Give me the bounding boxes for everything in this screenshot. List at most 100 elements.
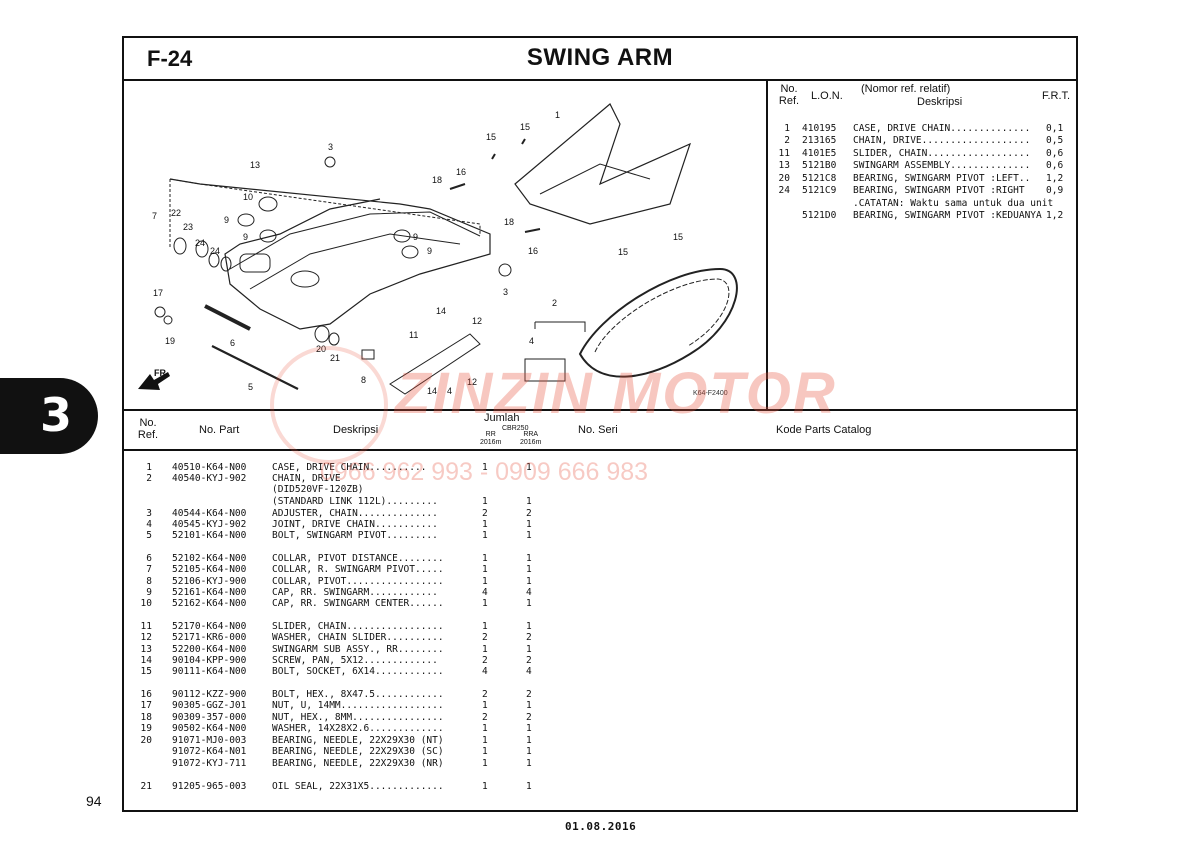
parts-header-no-seri: No. Seri bbox=[578, 424, 618, 436]
part-desc-cell: BOLT, HEX., 8X47.5............ bbox=[272, 689, 444, 700]
part-ref-cell: 14 bbox=[140, 655, 152, 666]
callout-24: 24 bbox=[210, 246, 220, 256]
part-ref-cell: 4 bbox=[146, 519, 152, 530]
callout-16: 16 bbox=[528, 246, 538, 256]
part-desc-cell: WASHER, CHAIN SLIDER.......... bbox=[272, 632, 444, 643]
lon-desc-cell: BEARING, SWINGARM PIVOT :RIGHT bbox=[853, 185, 1025, 196]
part-desc-cell: SLIDER, CHAIN................. bbox=[272, 621, 444, 632]
part-ref-cell: 17 bbox=[140, 700, 152, 711]
part-desc-cell: BEARING, NEEDLE, 22X29X30 (SC) bbox=[272, 746, 444, 757]
part-number-cell: 90305-GGZ-J01 bbox=[172, 700, 247, 711]
part-number-cell: 52106-KYJ-900 bbox=[172, 576, 247, 587]
part-ref-cell: 18 bbox=[140, 712, 152, 723]
parts-header-kode: Kode Parts Catalog bbox=[776, 424, 872, 436]
part-number-cell: 52162-K64-N00 bbox=[172, 598, 247, 609]
part-ref-cell: 1 bbox=[146, 462, 152, 473]
part-number-cell: 90111-K64-N00 bbox=[172, 666, 247, 677]
lon-frt-cell: 0,6 bbox=[1046, 148, 1064, 159]
callout-8: 8 bbox=[361, 375, 366, 385]
part-number-cell: 52101-K64-N00 bbox=[172, 530, 247, 541]
part-number-cell: 52102-K64-N00 bbox=[172, 553, 247, 564]
part-qty-rr-cell: 1 bbox=[482, 519, 488, 530]
part-desc-cell: CAP, RR. SWINGARM CENTER...... bbox=[272, 598, 444, 609]
parts-header-rra: RRA 2016m bbox=[520, 431, 542, 446]
part-qty-rra-cell: 1 bbox=[526, 746, 532, 757]
callout-14: 14 bbox=[427, 386, 437, 396]
lon-desc-cell: BEARING, SWINGARM PIVOT :KEDUANYA bbox=[853, 210, 1042, 221]
part-ref-cell: 15 bbox=[140, 666, 152, 677]
part-desc-cell: NUT, U, 14MM.................. bbox=[272, 700, 444, 711]
lon-frt-cell: 0,6 bbox=[1046, 160, 1064, 171]
lon-ref-cell: 13 bbox=[778, 160, 790, 171]
part-qty-rr-cell: 1 bbox=[482, 746, 488, 757]
part-qty-rra-cell: 1 bbox=[526, 462, 532, 473]
part-number-cell: 40545-KYJ-902 bbox=[172, 519, 247, 530]
callout-10: 10 bbox=[243, 192, 253, 202]
part-ref-cell: 12 bbox=[140, 632, 152, 643]
part-ref-cell: 11 bbox=[140, 621, 152, 632]
part-qty-rr-cell: 1 bbox=[482, 530, 488, 541]
page-number: 94 bbox=[86, 793, 102, 809]
part-qty-rra-cell: 1 bbox=[526, 758, 532, 769]
lon-ref-cell: 1 bbox=[784, 123, 790, 134]
part-qty-rra-cell: 1 bbox=[526, 564, 532, 575]
front-direction-icon: FR. bbox=[138, 368, 170, 390]
part-number-cell: 52171-KR6-000 bbox=[172, 632, 247, 643]
part-qty-rra-cell: 2 bbox=[526, 689, 532, 700]
part-qty-rr-cell: 1 bbox=[482, 564, 488, 575]
part-number-cell: 52170-K64-N00 bbox=[172, 621, 247, 632]
part-number-cell: 40540-KYJ-902 bbox=[172, 473, 247, 484]
callout-12: 12 bbox=[472, 316, 482, 326]
part-qty-rr-cell: 2 bbox=[482, 632, 488, 643]
part-ref-cell: 8 bbox=[146, 576, 152, 587]
callout-17: 17 bbox=[153, 288, 163, 298]
part-qty-rr-cell: 2 bbox=[482, 508, 488, 519]
part-qty-rra-cell: 2 bbox=[526, 712, 532, 723]
callout-1: 1 bbox=[555, 110, 560, 120]
part-qty-rr-cell: 2 bbox=[482, 655, 488, 666]
part-qty-rr-cell: 2 bbox=[482, 712, 488, 723]
part-desc-cell: BEARING, NEEDLE, 22X29X30 (NR) bbox=[272, 758, 444, 769]
part-qty-rra-cell: 1 bbox=[526, 496, 532, 507]
part-desc-cell: SCREW, PAN, 5X12............. bbox=[272, 655, 438, 666]
part-qty-rra-cell: 2 bbox=[526, 632, 532, 643]
diagram-table-divider bbox=[766, 79, 768, 409]
lon-code-cell: 5121C9 bbox=[802, 185, 837, 196]
lon-code-cell: 5121D0 bbox=[802, 210, 837, 221]
part-qty-rra-cell: 1 bbox=[526, 723, 532, 734]
part-qty-rra-cell: 1 bbox=[526, 781, 532, 792]
part-ref-cell: 21 bbox=[140, 781, 152, 792]
lon-desc-cell: .CATATAN: Waktu sama untuk dua unit bbox=[853, 198, 1054, 209]
callout-13: 13 bbox=[250, 160, 260, 170]
part-qty-rr-cell: 1 bbox=[482, 553, 488, 564]
parts-header-top-rule bbox=[122, 409, 1078, 411]
lon-frt-cell: 0,9 bbox=[1046, 185, 1064, 196]
chain-case-illustration bbox=[514, 103, 691, 225]
lon-desc-cell: SWINGARM ASSEMBLY.............. bbox=[853, 160, 1031, 171]
part-desc-cell: COLLAR, PIVOT................. bbox=[272, 576, 444, 587]
part-qty-rr-cell: 1 bbox=[482, 781, 488, 792]
part-desc-cell: JOINT, DRIVE CHAIN........... bbox=[272, 519, 438, 530]
part-number-cell: 52105-K64-N00 bbox=[172, 564, 247, 575]
lon-ref-cell: 20 bbox=[778, 173, 790, 184]
lon-code-cell: 5121B0 bbox=[802, 160, 837, 171]
part-ref-cell: 10 bbox=[140, 598, 152, 609]
part-ref-cell: 19 bbox=[140, 723, 152, 734]
part-number-cell: 40510-K64-N00 bbox=[172, 462, 247, 473]
callout-4: 4 bbox=[447, 386, 452, 396]
cap-9d bbox=[401, 245, 419, 259]
part-qty-rr-cell: 1 bbox=[482, 576, 488, 587]
part-number-cell: 91071-MJ0-003 bbox=[172, 735, 247, 746]
part-number-cell: 91072-K64-N01 bbox=[172, 746, 247, 757]
lon-frt-cell: 0,1 bbox=[1046, 123, 1064, 134]
callout-7: 7 bbox=[152, 211, 157, 221]
lon-ref-cell: 11 bbox=[778, 148, 790, 159]
part-desc-cell: CHAIN, DRIVE bbox=[272, 473, 341, 484]
callout-18: 18 bbox=[432, 175, 442, 185]
lon-frt-cell: 1,2 bbox=[1046, 173, 1064, 184]
part-number-cell: 40544-K64-N00 bbox=[172, 508, 247, 519]
part-number-cell: 91205-965-003 bbox=[172, 781, 247, 792]
cap-9b bbox=[259, 229, 277, 243]
part-desc-cell: ADJUSTER, CHAIN.............. bbox=[272, 508, 438, 519]
part-desc-cell: BEARING, NEEDLE, 22X29X30 (NT) bbox=[272, 735, 444, 746]
